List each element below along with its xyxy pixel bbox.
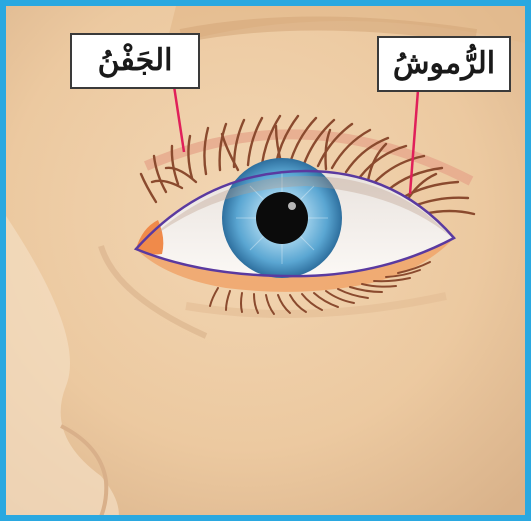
eyelid-label: الجَفْنُ	[70, 33, 200, 89]
eyelashes-label: الرُّموشُ	[377, 36, 511, 92]
pupil-highlight	[288, 202, 296, 210]
pupil	[256, 192, 308, 244]
